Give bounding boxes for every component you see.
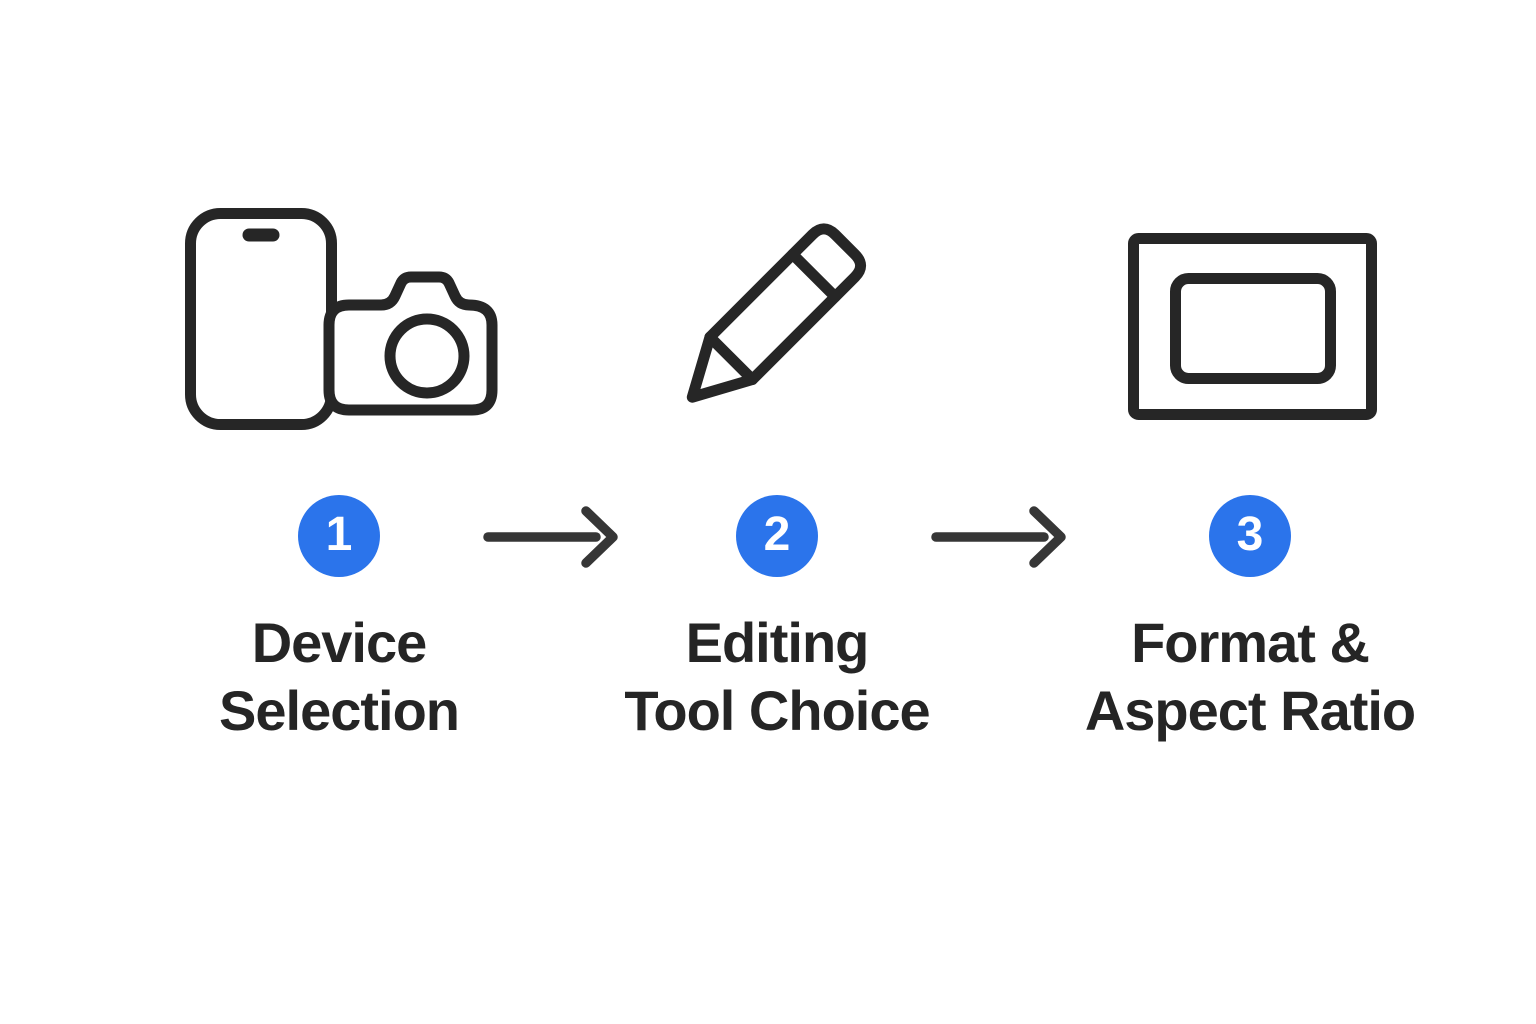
step-2-label-line-2: Tool Choice [624, 679, 930, 742]
step-2-label: Editing Tool Choice [527, 609, 1027, 745]
arrow-right-icon [930, 505, 1070, 569]
step-2-number: 2 [763, 508, 791, 561]
step-3-number-badge: 3 [1209, 495, 1291, 577]
step-1-label-line-1: Device [251, 611, 428, 674]
phone-camera-icon [185, 208, 498, 430]
step-1-label-line-2: Selection [219, 679, 460, 742]
pencil-icon [668, 220, 875, 428]
step-1-number-badge: 1 [298, 495, 380, 577]
step-1-label: Device Selection [89, 609, 589, 745]
picture-frame-icon [1128, 233, 1377, 420]
arrow-right-icon [482, 505, 622, 569]
step-3-label-line-1: Format & [1131, 611, 1370, 674]
step-3-label: Format & Aspect Ratio [1000, 609, 1500, 745]
step-2-label-line-1: Editing [685, 611, 870, 674]
step-3-number: 3 [1236, 508, 1264, 561]
step-2-number-badge: 2 [736, 495, 818, 577]
step-3-label-line-2: Aspect Ratio [1084, 679, 1416, 742]
step-1-number: 1 [325, 508, 353, 561]
